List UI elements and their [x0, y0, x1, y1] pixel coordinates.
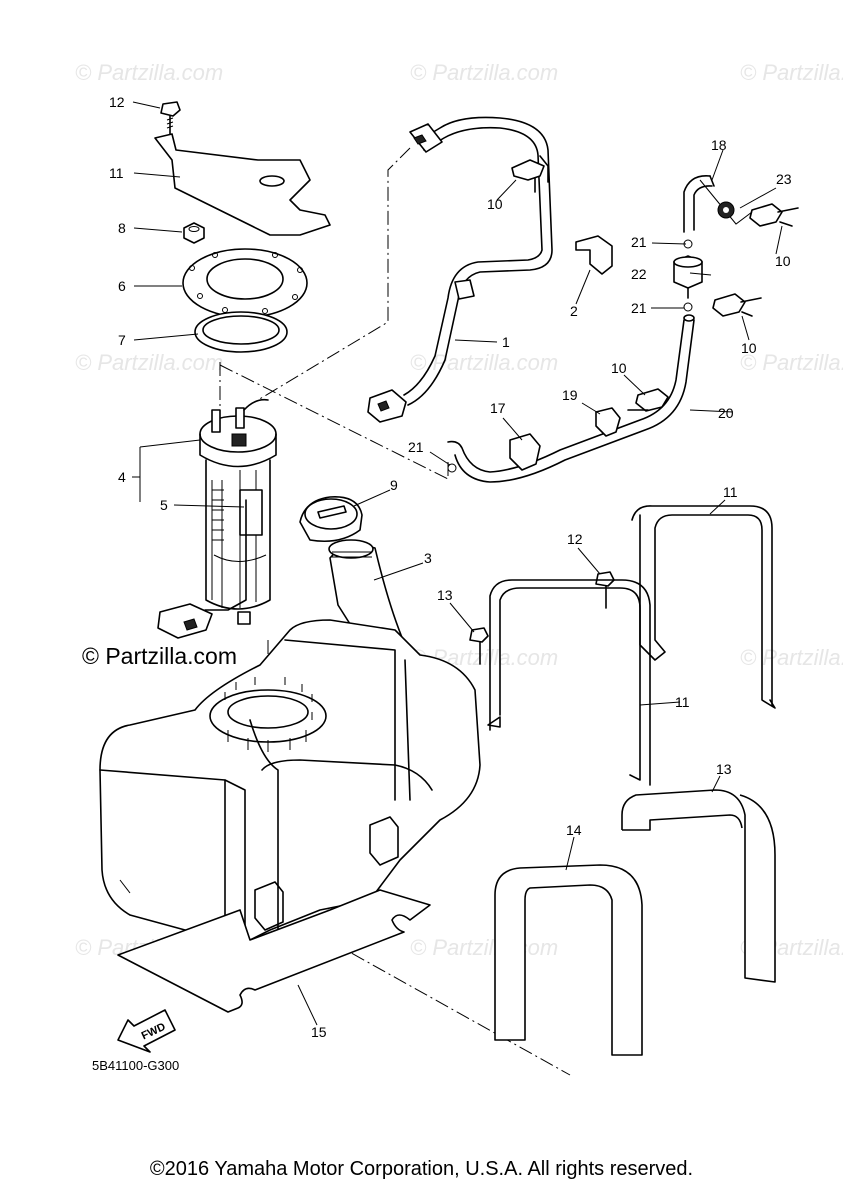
callout-label: 11: [109, 165, 124, 181]
callout-label: 1: [502, 334, 510, 350]
part-4-fuel-pump: [157, 398, 277, 639]
callout-label: 13: [716, 761, 732, 777]
part-10-clip-a: [511, 155, 549, 193]
callout-label: 17: [490, 400, 506, 416]
part-10-clip-b: [749, 203, 799, 227]
part-11-band-rear: [631, 505, 776, 709]
callout-label: 21: [631, 300, 647, 316]
part-6-ring: [182, 248, 308, 318]
callout-label: 22: [631, 266, 647, 282]
callout-label: 2: [570, 303, 578, 319]
part-11-band-front: [487, 579, 651, 786]
part-21-clip-b: [683, 302, 693, 312]
callout-label: 10: [487, 196, 503, 212]
part-16-bolt: [160, 101, 181, 135]
watermark: © Partzilla.com: [740, 60, 843, 85]
callout-label: 10: [611, 360, 627, 376]
watermark: © Partzilla.com: [740, 645, 843, 670]
partzilla-mark: © Partzilla.com: [82, 643, 237, 669]
watermark: © Partzilla.com: [75, 60, 223, 85]
callout-label: 14: [566, 822, 582, 838]
part-12-bolt-a: [595, 571, 615, 609]
callout-label: 18: [711, 137, 727, 153]
callout-label: 10: [775, 253, 791, 269]
callout-label: 21: [408, 439, 424, 455]
callout-label: 10: [741, 340, 757, 356]
copyright-notice: ©2016 Yamaha Motor Corporation, U.S.A. A…: [149, 1158, 694, 1180]
callout-label: 11: [723, 484, 738, 500]
callout-label: 15: [311, 1024, 327, 1040]
part-18-breather-hose: [683, 175, 753, 233]
watermarks: © Partzilla.com © Partzilla.com © Partzi…: [75, 60, 843, 960]
callout-label: 9: [390, 477, 398, 493]
callout-label: 12: [109, 94, 125, 110]
part-7-gasket: [194, 311, 288, 353]
part-15-bracket: [154, 133, 331, 236]
part-19-holder: [595, 407, 621, 437]
watermark: © Partzilla.com: [410, 60, 558, 85]
diagram-code: 5B41100-G300: [92, 1058, 180, 1073]
part-20-vent-hose: [447, 314, 695, 483]
callout-label: 19: [562, 387, 578, 403]
part-12-bolt-b: [469, 627, 489, 665]
part-22-check-valve: [673, 255, 703, 299]
callout-label: 4: [118, 469, 126, 485]
watermark: © Partzilla.com: [75, 350, 223, 375]
part-13-pad-rear: [621, 789, 776, 983]
leader-lines: [132, 101, 783, 1026]
watermark: © Partzilla.com: [410, 935, 558, 960]
part-21-clip-c: [447, 463, 457, 473]
callouts: 12 11 8 6 7 4 5 1 10 2 18 23 21 22 21 10…: [109, 94, 792, 1040]
callout-label: 23: [776, 171, 792, 187]
callout-label: 20: [718, 405, 734, 421]
part-2-clamp: [575, 235, 613, 275]
callout-label: 11: [675, 694, 690, 710]
callout-label: 12: [567, 531, 583, 547]
callout-label: 6: [118, 278, 126, 294]
part-8-nut: [183, 222, 205, 244]
callout-label: 3: [424, 550, 432, 566]
callout-label: 21: [631, 234, 647, 250]
fuel-tank: [99, 619, 481, 946]
part-1-fuel-hose: [367, 116, 553, 423]
part-9-cap: [299, 496, 363, 543]
callout-label: 13: [437, 587, 453, 603]
part-13-pad-front: [494, 864, 643, 1056]
fwd-arrow-icon: FWD: [117, 1009, 176, 1053]
part-10-clip-c: [712, 293, 762, 317]
part-23-grommet: [717, 201, 735, 219]
callout-label: 7: [118, 332, 126, 348]
part-14-plate: [117, 889, 431, 1013]
callout-label: 8: [118, 220, 126, 236]
watermark: © Partzilla.com: [740, 350, 843, 375]
part-17-holder: [509, 433, 541, 471]
callout-label: 5: [160, 497, 168, 513]
